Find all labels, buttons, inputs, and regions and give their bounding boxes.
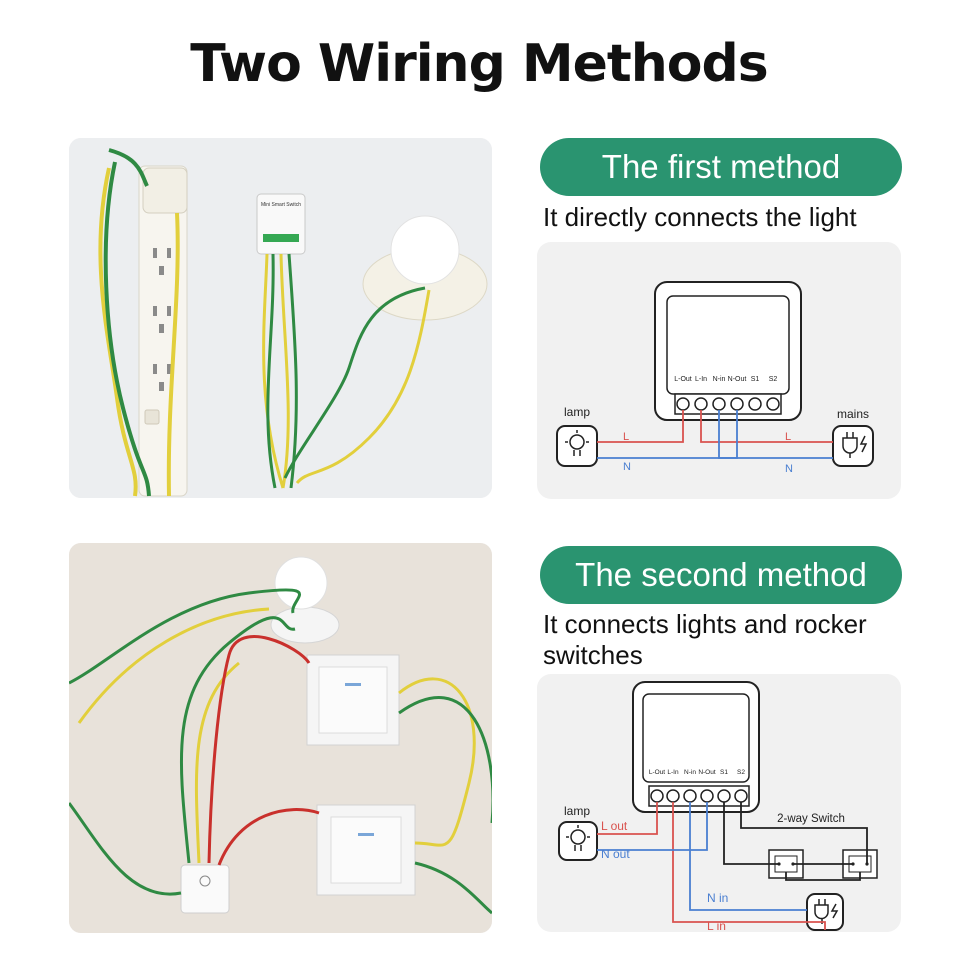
wire-n-in — [689, 802, 807, 911]
n-in-label: N in — [707, 891, 728, 905]
wire-label-n-right: N — [785, 463, 793, 475]
terminal-label-l-out: L-Out — [649, 769, 665, 776]
wire-label-n-left: N — [623, 461, 631, 473]
terminal-label-s1: S1 — [720, 769, 728, 776]
photo-device-label: Mini Smart Switch — [261, 202, 301, 208]
wire-n-out — [597, 802, 708, 851]
module-body — [632, 681, 760, 813]
wire-label-l-right: L — [785, 431, 791, 443]
wire-l-to-lamp — [597, 410, 684, 443]
plug-icon — [806, 893, 844, 931]
second-method-heading: The second method — [540, 546, 902, 604]
lamp-icon — [556, 425, 598, 467]
wire-switch-traveller — [785, 872, 861, 881]
l-out-label: L out — [601, 819, 628, 833]
lamp-label: lamp — [564, 405, 590, 419]
first-method-heading: The first method — [540, 138, 902, 196]
n-out-label: N out — [601, 847, 630, 861]
wire-s2 — [740, 802, 868, 864]
first-method-photo: Mini Smart Switch — [69, 138, 492, 498]
first-method-description: It directly connects the light — [543, 202, 857, 232]
mains-label: mains — [837, 407, 869, 421]
second-method-description: It connects lights and rocker switches — [543, 609, 867, 670]
terminal-label-n-in: N-in — [684, 769, 696, 776]
wire-l-from-mains — [700, 410, 833, 443]
lamp-icon — [558, 821, 598, 861]
wire-l-in — [672, 802, 826, 930]
wire-label-l-left: L — [623, 431, 629, 443]
terminal-label-l-out: L-Out — [674, 376, 692, 383]
terminal-label-n-out: N-Out — [698, 769, 716, 776]
l-in-label: L in — [707, 919, 726, 932]
wire-s1 — [723, 802, 779, 865]
terminal-label-l-in: L-In — [695, 376, 707, 383]
wire-n-from-mains — [718, 410, 833, 459]
wire-l-out — [597, 802, 658, 835]
second-method-diagram: L-Out L-In N-in N-Out S1 S2 lamp — [537, 674, 901, 932]
first-method-diagram: L-Out L-In N-in N-Out S1 S2 lamp mains — [537, 242, 901, 499]
first-method-wiring-diagram: L-Out L-In N-in N-Out S1 S2 lamp mains — [556, 281, 874, 475]
terminal-label-n-out: N-Out — [728, 376, 747, 383]
plug-icon — [832, 425, 874, 467]
terminal-label-s2: S2 — [769, 376, 778, 383]
second-method-photo-illustration — [69, 543, 492, 933]
two-way-switch-label: 2-way Switch — [777, 813, 845, 825]
terminal-block — [648, 785, 750, 807]
lamp-label: lamp — [564, 804, 590, 818]
terminal-label-l-in: L-In — [667, 769, 679, 776]
terminal-label-s2: S2 — [737, 769, 745, 776]
module-body — [654, 281, 802, 421]
first-method-photo-illustration: Mini Smart Switch — [69, 138, 492, 498]
second-method-photo — [69, 543, 492, 933]
terminal-label-s1: S1 — [751, 376, 760, 383]
terminal-block — [674, 393, 782, 415]
terminal-label-n-in: N-in — [713, 376, 726, 383]
page-title: Two Wiring Methods — [190, 34, 768, 94]
second-method-wiring-diagram: L-Out L-In N-in N-Out S1 S2 lamp — [558, 681, 878, 932]
